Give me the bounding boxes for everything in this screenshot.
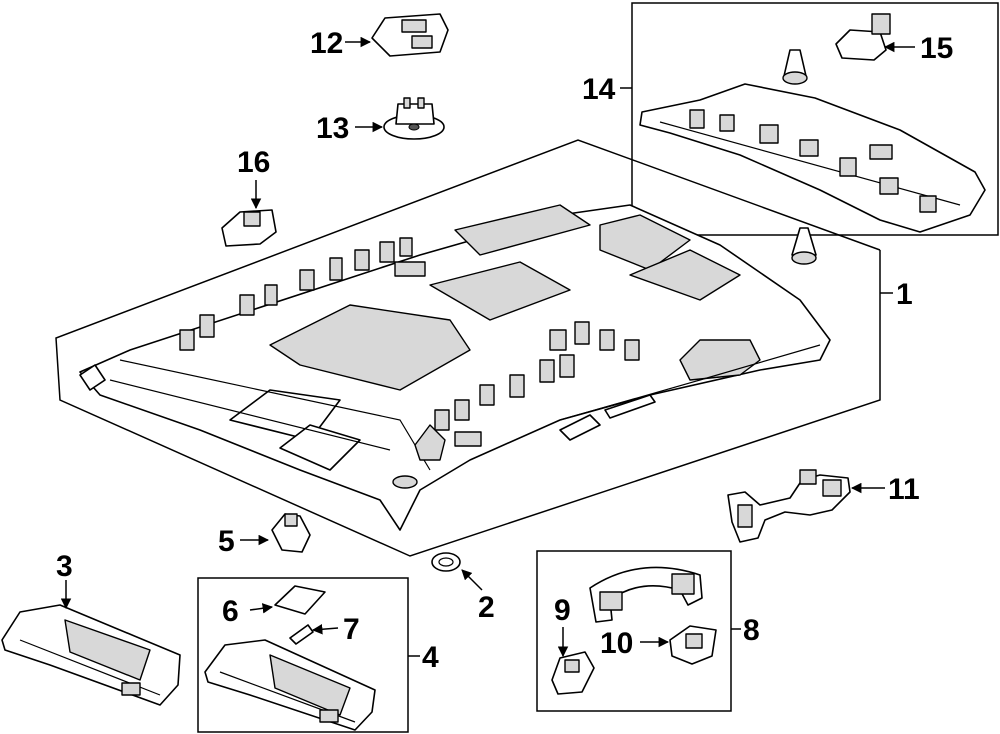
callout-13: 13 bbox=[316, 112, 349, 145]
dome-light-bracket bbox=[371, 13, 449, 57]
rear-headliner-trim bbox=[639, 83, 986, 233]
rear-trim-screw bbox=[782, 49, 808, 85]
rear-trim-group-frame bbox=[631, 2, 999, 236]
sunvisor-left bbox=[1, 604, 181, 706]
headliner-panel bbox=[79, 204, 831, 531]
callout-6: 6 bbox=[222, 595, 239, 628]
headliner-screw bbox=[791, 227, 817, 265]
callout-15: 15 bbox=[920, 32, 953, 65]
callout-12: 12 bbox=[310, 27, 343, 60]
grab-handle-group-frame bbox=[536, 550, 732, 712]
grab-handle-cover-10 bbox=[669, 625, 717, 665]
callout-10: 10 bbox=[600, 627, 633, 660]
callout-8: 8 bbox=[743, 614, 760, 647]
sunvisor-holder bbox=[271, 513, 311, 553]
grab-handle bbox=[589, 566, 703, 623]
grab-handle-cover-9 bbox=[551, 651, 595, 695]
vanity-light-bulb bbox=[289, 624, 314, 645]
callout-7: 7 bbox=[343, 613, 360, 646]
sunvisor-right bbox=[204, 639, 376, 731]
rear-trim-cover bbox=[835, 13, 891, 61]
callout-9: 9 bbox=[554, 594, 571, 627]
callout-3: 3 bbox=[56, 550, 73, 583]
callout-14: 14 bbox=[582, 73, 616, 106]
callout-16: 16 bbox=[237, 146, 270, 179]
sunvisor-group-frame bbox=[197, 577, 409, 733]
callout-1: 1 bbox=[896, 278, 913, 311]
callout-4: 4 bbox=[422, 641, 439, 674]
callout-2: 2 bbox=[478, 591, 495, 624]
headliner-clip bbox=[221, 209, 277, 247]
washer bbox=[431, 552, 461, 572]
callout-5: 5 bbox=[218, 525, 235, 558]
headliner-group-frame bbox=[55, 139, 881, 557]
vanity-mirror-lid bbox=[274, 585, 326, 615]
callout-11: 11 bbox=[888, 473, 920, 506]
roof-clip bbox=[383, 97, 445, 140]
roof-wire-harness bbox=[727, 469, 851, 543]
